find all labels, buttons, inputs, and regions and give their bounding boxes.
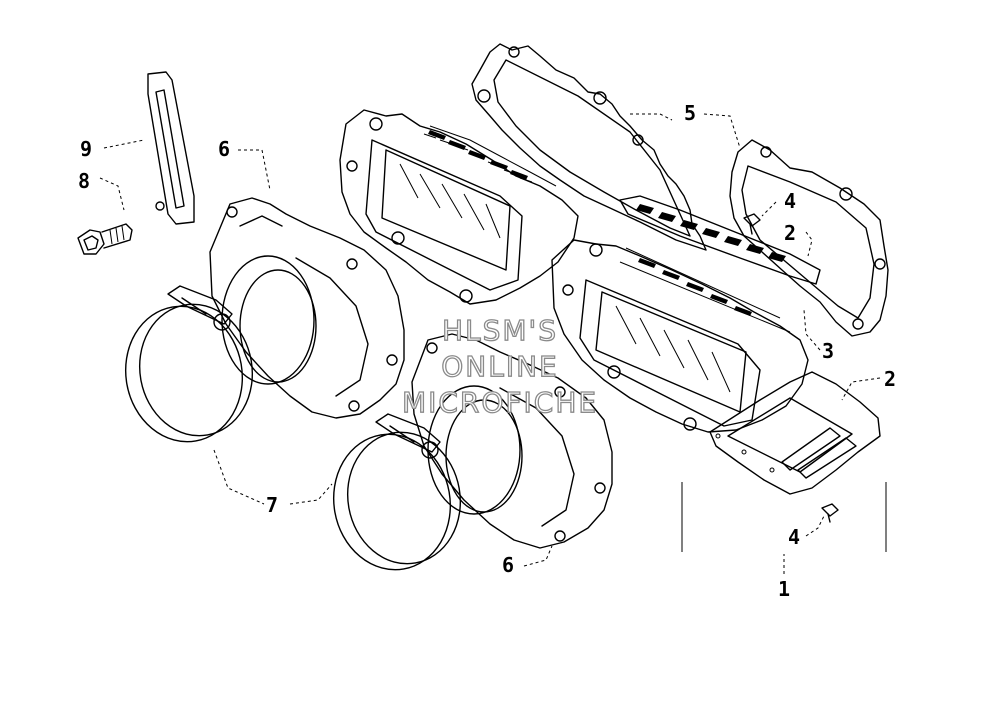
callout-2-upper: 2 [784,221,796,245]
intake-flange-part-6-upper [209,197,405,419]
callout-4-lower: 4 [788,525,800,549]
callout-4-upper: 4 [784,189,796,213]
shim-plate-part-9 [147,71,195,225]
callout-2-lower: 2 [884,367,896,391]
watermark: HLSM'S ONLINE MICROFICHE [401,313,598,419]
callout-6-upper: 6 [218,137,230,161]
callout-7: 7 [266,493,278,517]
callout-9: 9 [80,137,92,161]
callout-6-lower: 6 [502,553,514,577]
hose-clamp-part-7-lower [332,413,462,571]
leader-lines [99,113,881,574]
watermark-line-3: MICROFICHE [402,386,598,419]
watermark-line-1: HLSM'S [442,314,558,347]
watermark-line-2: ONLINE [441,350,558,383]
assembly-bracket-part-1 [681,482,887,552]
reed-cage-lower [551,239,809,433]
screw-part-4-upper [743,213,761,235]
gasket-part-5-lower [729,139,889,337]
reed-plate-part-2-lower [709,371,881,495]
screw-part-4-lower [821,503,839,523]
reed-cage-upper [339,109,579,305]
bolt-part-8 [77,223,133,255]
callout-5: 5 [684,101,696,125]
callout-1: 1 [778,577,790,601]
callout-numbers: 9 8 6 5 4 2 3 2 7 4 6 1 [78,101,896,601]
reed-petal-part-2-upper [619,195,821,285]
hose-clamp-part-7-upper [124,285,254,443]
callout-8: 8 [78,169,90,193]
callout-3: 3 [822,339,834,363]
